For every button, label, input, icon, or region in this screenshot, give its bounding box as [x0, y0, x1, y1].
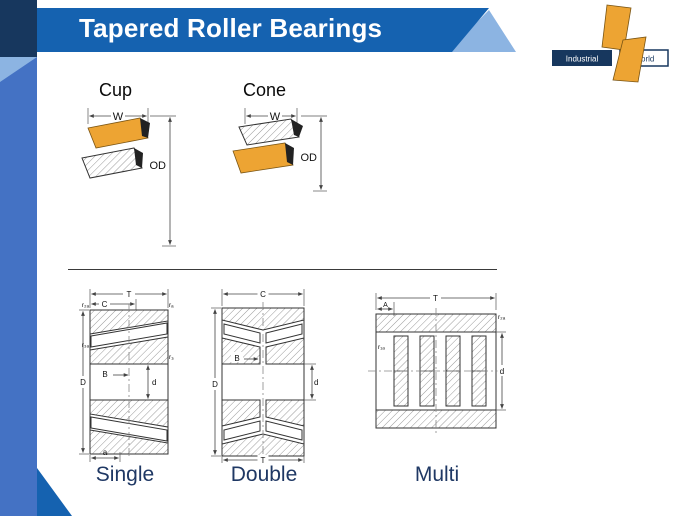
logo-industrial-text: Industrial	[566, 55, 599, 64]
cup-section	[81, 117, 150, 179]
single-dim-C: C	[91, 298, 137, 310]
double-roller-top-left	[223, 323, 261, 344]
single-a-label: a	[103, 448, 108, 457]
single-d-label: d	[152, 378, 156, 387]
bottom-left-triangle	[37, 468, 72, 516]
double-bearing-diagram: C B D	[210, 288, 318, 464]
double-roller-bottom-right	[265, 420, 303, 441]
double-T-label: T	[261, 456, 266, 464]
industrial-world-logo: Industrial World	[552, 4, 669, 83]
single-D-label: D	[80, 378, 86, 387]
header-accent-triangle	[447, 10, 516, 52]
logo-banner-industrial: Industrial	[552, 50, 612, 66]
single-cone-top	[89, 336, 169, 365]
single-B-label: B	[102, 370, 107, 379]
single-C-label: C	[102, 300, 108, 309]
multi-bearing-diagram: T A r₂ₐ r₁ₐ	[368, 292, 507, 434]
cup-flange-upper	[140, 118, 150, 138]
single-cup-bottom	[89, 429, 169, 455]
cone-diagram: W OD	[232, 108, 327, 192]
multi-T-label: T	[433, 294, 438, 303]
single-ra-label: rₐ	[169, 302, 174, 309]
cone-roller-end	[291, 119, 303, 137]
section-divider	[68, 269, 497, 270]
double-dim-B: B	[231, 352, 259, 363]
multi-d-label: d	[500, 367, 504, 376]
multi-A-label: A	[383, 302, 388, 309]
cup-od-dimension: OD	[150, 115, 176, 247]
caption-multi: Multi	[414, 463, 460, 486]
double-section	[221, 302, 305, 457]
multi-section	[368, 308, 506, 434]
cone-section	[232, 118, 303, 174]
cup-ring-upper	[87, 117, 149, 149]
header-bar	[37, 8, 489, 52]
double-C-label: C	[260, 290, 266, 299]
double-dim-D: D	[210, 307, 221, 457]
cone-w-label: W	[270, 111, 281, 123]
double-D-label: D	[212, 380, 218, 389]
single-dim-D: D	[78, 309, 89, 455]
single-r1a-label: r₁ₐ	[169, 354, 174, 361]
double-cone-bottom-right	[265, 399, 305, 427]
multi-dim-d: d	[496, 331, 507, 411]
single-r3a-label: r₃ₐ	[82, 342, 90, 349]
double-cup-bottom	[221, 433, 305, 457]
single-roller-top	[90, 322, 168, 348]
single-cone-bottom	[89, 399, 169, 428]
cone-rib	[285, 143, 294, 165]
double-dim-T: T	[221, 455, 305, 464]
single-r2a-label: r₂ₐ	[82, 302, 90, 309]
cup-diagram: W OD	[81, 108, 176, 247]
cup-w-dimension: W	[87, 108, 149, 124]
top-left-square	[0, 0, 37, 57]
single-section	[89, 304, 169, 456]
left-sidebar-strip	[0, 0, 37, 516]
double-dim-C: C	[221, 288, 305, 306]
multi-r1a-label: r₁ₐ	[378, 344, 385, 351]
caption-single: Single	[95, 463, 155, 486]
cone-w-dimension: W	[244, 108, 298, 124]
cone-od-dimension: OD	[301, 115, 327, 192]
double-d-label: d	[314, 378, 318, 387]
single-dim-B: B	[99, 368, 129, 379]
caption-double: Double	[230, 463, 298, 486]
logo-world-text: World	[634, 55, 655, 64]
page-title: Tapered Roller Bearings	[79, 13, 383, 43]
double-cone-bottom-left	[221, 399, 261, 427]
cone-label: Cone	[243, 80, 287, 100]
single-dim-a: a	[89, 448, 121, 462]
cup-label: Cup	[99, 80, 133, 100]
double-dim-d: d	[304, 363, 318, 401]
cup-flange-lower	[134, 148, 143, 168]
single-bearing-diagram: T C D d	[78, 288, 174, 462]
cup-ring-lower	[81, 147, 143, 179]
cone-ring-lower	[232, 142, 294, 174]
multi-dim-T: T	[375, 292, 497, 310]
multi-r2a-label: r₂ₐ	[498, 314, 506, 321]
cone-rollers-upper	[238, 118, 300, 146]
cup-od-label: OD	[150, 160, 167, 172]
single-dim-T: T	[89, 288, 169, 308]
logo-orange-shape-lower	[612, 36, 647, 83]
single-dim-d: d	[146, 365, 156, 399]
single-T-label: T	[127, 290, 132, 299]
double-roller-top-right	[265, 323, 303, 344]
double-roller-bottom-left	[223, 420, 261, 441]
cone-od-label: OD	[301, 152, 318, 164]
multi-r1a: r₁ₐ	[377, 341, 393, 351]
cup-w-label: W	[113, 111, 124, 123]
double-B-label: B	[234, 354, 239, 363]
sidebar-notch-triangle	[0, 57, 37, 82]
